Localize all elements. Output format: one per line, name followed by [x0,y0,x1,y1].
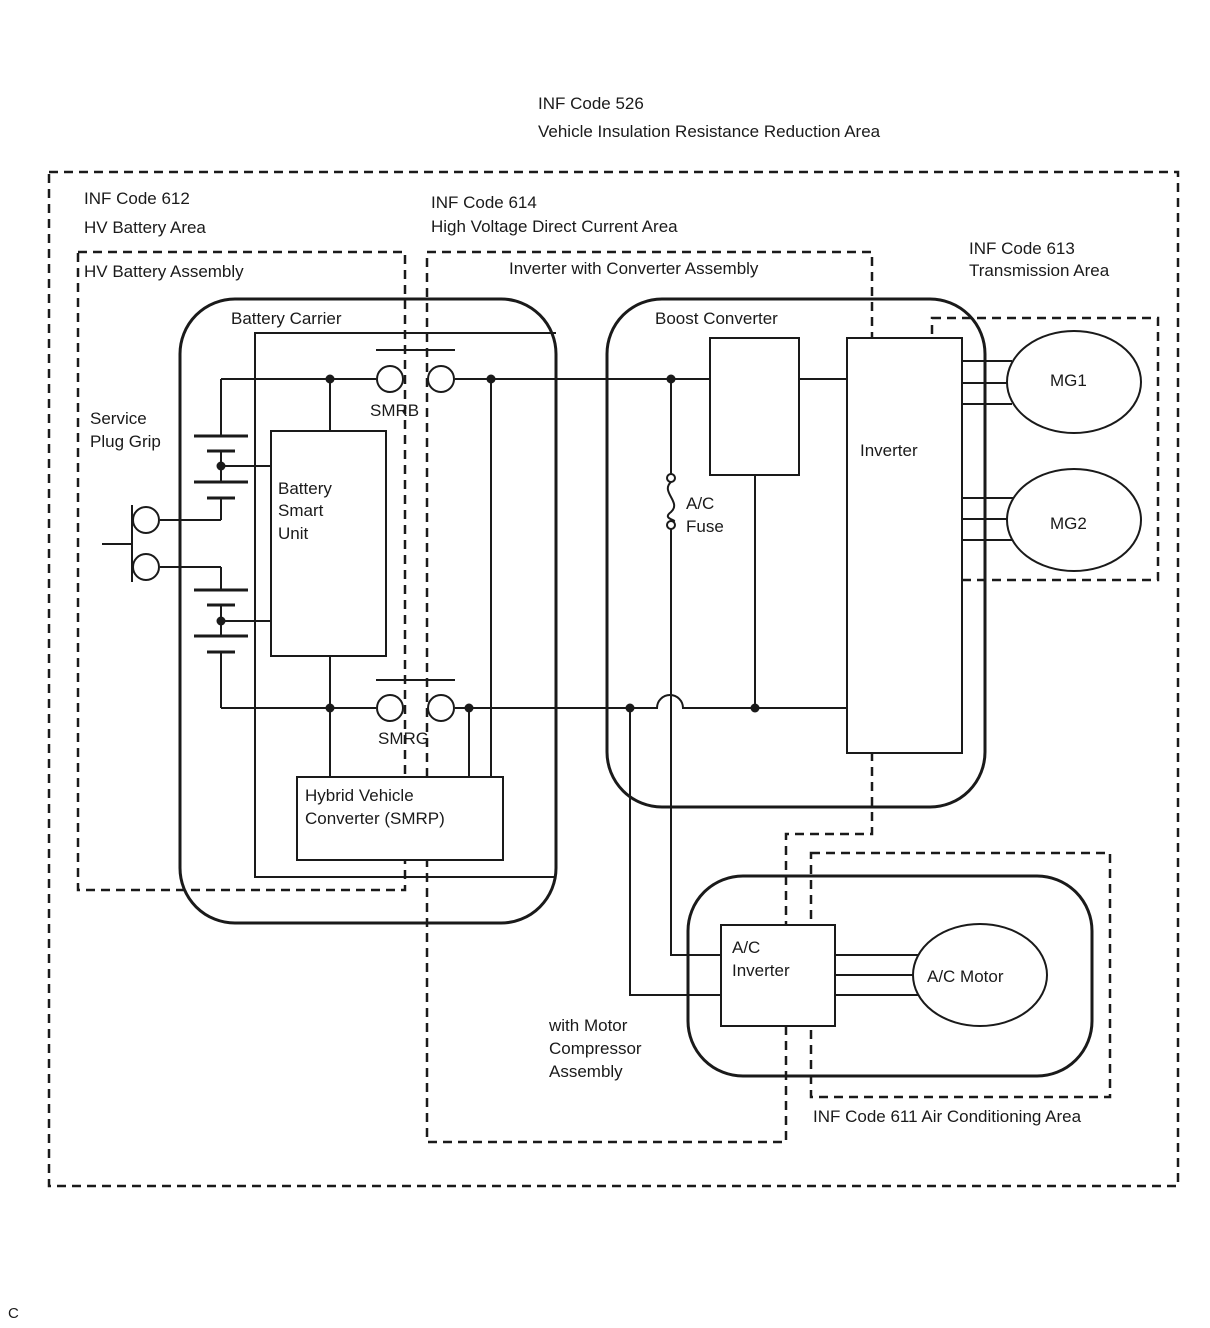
area-526-name: Vehicle Insulation Resistance Reduction … [538,122,881,141]
ac-fuse-terminal [666,473,676,483]
ac-fuse-element [666,481,676,523]
bsu-label-2: Smart [278,501,324,520]
smrb-contact-right [427,365,455,393]
bsu-label-1: Battery [278,479,332,498]
area-612-boundary [76,250,407,892]
area-612-name: HV Battery Area [84,218,206,237]
ac-motor-label: A/C Motor [927,967,1004,986]
boost-converter-box [709,337,800,476]
motor-compressor-label-1: with Motor [548,1016,628,1035]
junction-dot [464,703,474,713]
area-613-code: INF Code 613 [969,239,1075,258]
area-614-name: High Voltage Direct Current Area [431,217,678,236]
smrg-contact-left [376,694,404,722]
junction-dot [666,374,676,384]
junction-dot [486,374,496,384]
mg1-motor [1006,330,1142,434]
hv-converter-box [296,776,504,861]
mg1-label: MG1 [1050,371,1087,390]
battery-carrier-enclosure [178,297,558,925]
junction-dot [325,703,335,713]
service-plug-label-1: Service [90,409,147,428]
ac-fuse-label-1: A/C [686,494,714,513]
footer-mark: C [8,1305,19,1322]
hv-converter-label-2: Converter (SMRP) [305,809,445,828]
smrb-label: SMRB [370,401,419,420]
battery-carrier-label: Battery Carrier [231,309,342,328]
area-613-name: Transmission Area [969,261,1110,280]
motor-compressor-label-2: Compressor [549,1039,642,1058]
ac-inverter-label-1: A/C [732,938,760,957]
ac-fuse-label-2: Fuse [686,517,724,536]
junction-dot [325,374,335,384]
carrier-inner-frame [254,332,556,878]
ac-fuse-terminal [666,520,676,530]
mg2-label: MG2 [1050,514,1087,533]
service-plug-label-2: Plug Grip [90,432,161,451]
service-plug-contact-bottom [132,553,160,581]
motor-compressor-label-3: Assembly [549,1062,623,1081]
ac-inverter-box [720,924,836,1027]
service-plug-contact-top [132,506,160,534]
inverter-label: Inverter [860,441,918,460]
area-526-boundary [47,170,1180,1188]
junction-dot [216,616,226,626]
area-611-label: INF Code 611 Air Conditioning Area [813,1107,1082,1126]
area-612-code: INF Code 612 [84,189,190,208]
junction-dot [216,461,226,471]
smrb-contact-left [376,365,404,393]
bsu-label-3: Unit [278,524,309,543]
ac-fuse-wire-bottom [670,529,721,956]
smrg-contact-right [427,694,455,722]
motor-compressor-enclosure [686,874,1094,1078]
mg2-motor [1006,468,1142,572]
boost-inverter-enclosure [605,297,987,809]
inverter-converter-assembly-label: Inverter with Converter Assembly [509,259,759,278]
bottom-bus-right [455,694,847,709]
ac-motor [912,923,1048,1027]
ac-inverter-label-2: Inverter [732,961,790,980]
area-614-code: INF Code 614 [431,193,537,212]
boost-converter-label: Boost Converter [655,309,778,328]
hv-converter-label-1: Hybrid Vehicle [305,786,414,805]
battery-smart-unit-box [270,430,387,657]
hv-battery-assembly-label: HV Battery Assembly [84,262,244,281]
area-526-code: INF Code 526 [538,94,644,113]
junction-dot [750,703,760,713]
area-614-boundary [425,250,874,1144]
inverter-box [846,337,963,754]
ac-negative-wire [629,708,721,996]
junction-dot [625,703,635,713]
smrg-label: SMRG [378,729,429,748]
